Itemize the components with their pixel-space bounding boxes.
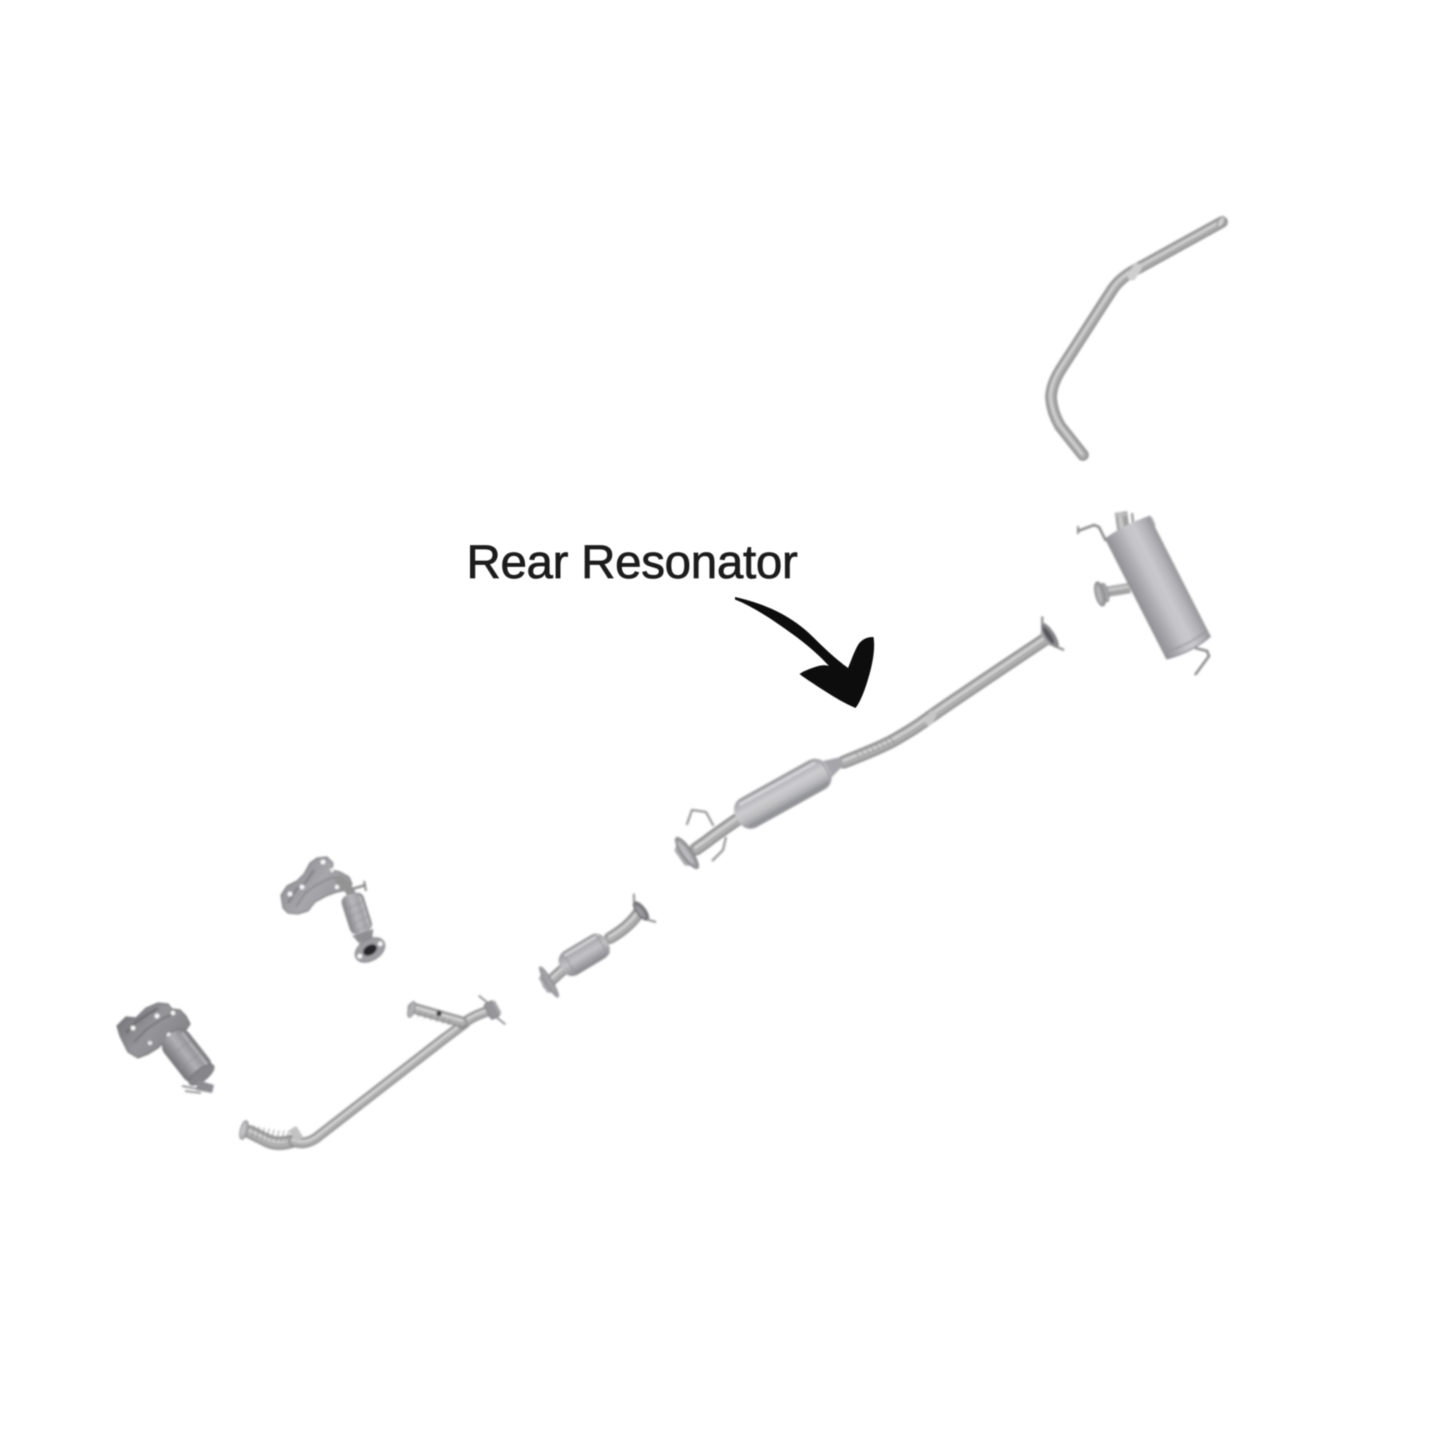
svg-text:Rear Resonator: Rear Resonator	[466, 536, 798, 589]
